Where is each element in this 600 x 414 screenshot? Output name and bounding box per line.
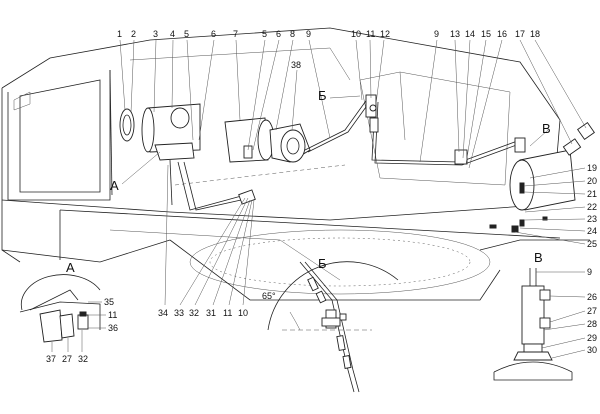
fitting-cluster (454, 137, 526, 165)
inset-b: Б 65° (262, 256, 399, 393)
callout-16: 16 (497, 29, 507, 39)
section-letter-v: В (542, 121, 551, 136)
inset-v-callout-29: 29 (587, 333, 597, 343)
inset-a-callout-35: 35 (104, 297, 114, 307)
section-letter-a: А (110, 178, 119, 193)
callout-31: 31 (206, 308, 216, 318)
callout-12: 12 (380, 29, 390, 39)
valve-assembly (365, 94, 379, 133)
callout-25: 25 (587, 239, 597, 249)
heater-unit (269, 123, 311, 163)
callout-5a: 5 (184, 29, 189, 39)
inset-v-callout-9: 9 (587, 267, 592, 277)
callout-22: 22 (587, 202, 597, 212)
inset-a-callout-27: 27 (62, 354, 72, 364)
filter-unit (224, 117, 275, 163)
callout-15: 15 (481, 29, 491, 39)
inset-v-callout-30: 30 (587, 345, 597, 355)
inset-a-callout-32: 32 (78, 354, 88, 364)
callout-10-bottom: 10 (238, 308, 248, 318)
section-letter-b: Б (318, 88, 327, 103)
callout-7: 7 (233, 29, 238, 39)
callout-23: 23 (587, 214, 597, 224)
inset-v: В 9 26 27 28 29 30 (493, 250, 597, 381)
inset-a-callout-37: 37 (46, 354, 56, 364)
fuel-lines (169, 97, 523, 211)
inset-a: А 35 11 36 37 27 32 (19, 260, 118, 364)
inset-a-callout-36: 36 (108, 323, 118, 333)
callout-14: 14 (465, 29, 475, 39)
callout-13: 13 (450, 29, 460, 39)
receiver-tank (509, 149, 576, 211)
callout-1: 1 (117, 29, 122, 39)
angle-label: 65° (262, 291, 276, 301)
callout-34: 34 (158, 308, 168, 318)
fuel-tank (141, 103, 201, 161)
callout-19: 19 (587, 163, 597, 173)
callout-33: 33 (174, 308, 184, 318)
callouts-bottom: 34 33 32 31 11 10 (158, 308, 248, 318)
outlet-pipe (238, 189, 256, 205)
leader-lines (119, 39, 587, 306)
callout-18: 18 (530, 29, 540, 39)
callout-32: 32 (189, 308, 199, 318)
inset-v-callout-27: 27 (587, 306, 597, 316)
callouts-top: 1 2 3 4 5 6 7 5 6 8 9 10 11 12 9 13 14 1… (117, 29, 540, 70)
side-lamp (119, 108, 135, 142)
inset-b-title: Б (318, 256, 327, 271)
callout-2: 2 (131, 29, 136, 39)
callouts-right: 19 20 21 22 23 24 25 (587, 163, 597, 249)
turntable-floor (109, 229, 590, 301)
callout-20: 20 (587, 176, 597, 186)
callout-5b: 5 (262, 29, 267, 39)
callout-9a: 9 (306, 29, 311, 39)
inset-v-callout-26: 26 (587, 292, 597, 302)
callout-38: 38 (291, 60, 301, 70)
callout-11: 11 (366, 29, 375, 39)
callout-4: 4 (170, 29, 175, 39)
callout-24: 24 (587, 226, 597, 236)
callout-6a: 6 (211, 29, 216, 39)
inset-v-callout-28: 28 (587, 319, 597, 329)
callout-11-bottom: 11 (223, 308, 232, 318)
inset-a-title: А (66, 260, 75, 275)
callout-17: 17 (515, 29, 525, 39)
callout-8: 8 (290, 29, 295, 39)
callout-10: 10 (351, 29, 361, 39)
right-fittings (489, 182, 548, 233)
callout-6b: 6 (276, 29, 281, 39)
callout-21: 21 (587, 189, 597, 199)
inset-v-title: В (534, 250, 543, 265)
inset-a-callout-11: 11 (108, 310, 117, 320)
callout-9b: 9 (434, 29, 439, 39)
callout-3: 3 (153, 29, 158, 39)
vent-cap (562, 122, 595, 156)
